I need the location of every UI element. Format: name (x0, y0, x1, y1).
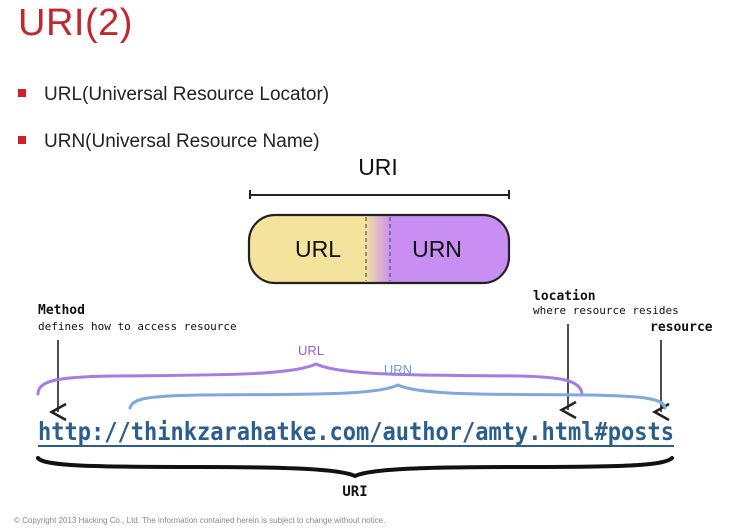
urn-brace-label: URN (384, 362, 412, 377)
bullet-item-urn: URN(Universal Resource Name) (18, 131, 329, 178)
uri-brace (36, 456, 674, 479)
method-desc: defines how to access resource (38, 320, 237, 333)
resource-title: resource (650, 320, 713, 335)
bullet-square-icon (18, 89, 26, 97)
location-desc: where resource resides (533, 304, 679, 317)
bullet-text: URL(Universal Resource Locator) (44, 84, 330, 105)
copyright-footer: © Copyright 2013 Hacking Co., Ltd. The i… (14, 516, 386, 525)
bullet-item-url: URL(Universal Resource Locator) (18, 84, 329, 131)
bullet-square-icon (18, 136, 26, 144)
pill-outline (247, 213, 511, 285)
overlap-segment (365, 215, 391, 283)
url-brace (36, 362, 584, 396)
method-title: Method (38, 303, 85, 318)
urn-segment (380, 215, 509, 283)
pill-url-label: URL (295, 236, 341, 262)
uri-label: URI (358, 154, 398, 180)
url-brace-label: URL (298, 343, 324, 358)
slide-title: URI(2) (18, 2, 133, 44)
bottom-uri-label: URI (342, 484, 367, 500)
url-segment (249, 215, 380, 283)
example-url: http://thinkzarahatke.com/author/amty.ht… (38, 417, 674, 446)
url-urn-pill: URL URN (247, 213, 511, 285)
uri-bracket (249, 190, 510, 199)
location-title: location (533, 289, 596, 304)
bullet-text: URN(Universal Resource Name) (44, 131, 320, 152)
bullet-list: URL(Universal Resource Locator) URN(Univ… (18, 84, 329, 178)
urn-brace (128, 383, 667, 410)
pill-urn-label: URN (412, 236, 462, 262)
